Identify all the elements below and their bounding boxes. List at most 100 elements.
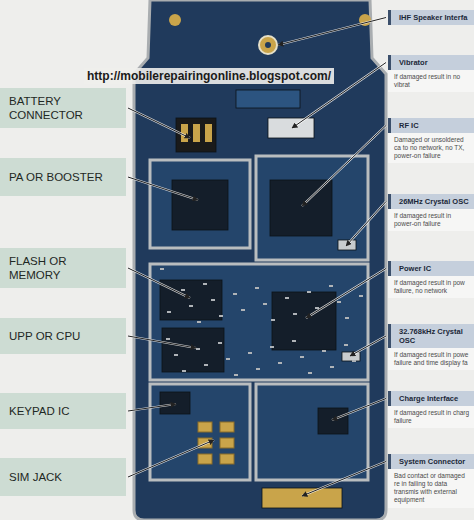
leader-halo [332,399,386,421]
flash-chip [160,280,222,320]
sim-contact [220,454,234,464]
callout-heading: Power IC [388,261,474,276]
callout-box: RF ICDamaged or unsoldered ca to no netw… [388,118,474,163]
system-connector [262,488,342,508]
callout-heading: Charge Interface [388,391,474,406]
rf-chip [270,180,332,236]
callout-box: System ConnectorBad contact or damaged r… [388,454,474,508]
smd-part [167,311,171,313]
callout-box: Power ICIf damaged result in pow failure… [388,261,474,298]
part-label-box: SIM JACK [0,458,126,496]
smd-part [329,285,333,287]
callout-note: If damaged result in charg failure [388,406,474,428]
leader-halo [302,126,386,207]
smd-part [293,313,297,315]
smd-part [270,346,274,348]
smd-part [300,356,304,358]
sim-contact [220,438,234,448]
smd-part [182,370,186,372]
part-label-box: BATTERY CONNECTOR [0,88,126,128]
cpu-chip [162,328,224,372]
smd-part [160,268,164,270]
leader-halo [350,336,386,356]
smd-part [271,319,275,321]
shield-frame [150,160,250,248]
part-label-box: PA OR BOOSTER [0,158,126,196]
smd-part [204,364,208,366]
callout-note: Damaged or unsoldered ca to no network, … [388,133,474,163]
smd-part [344,344,348,346]
smd-part [197,321,201,323]
part-name: BATTERY CONNECTOR [9,94,120,123]
smd-part [345,317,349,319]
callout-heading: 26MHz Crystal OSC [388,194,474,209]
callout-box: VibratorIf damaged result in no vibrat [388,55,474,92]
part-label-box: UPP OR CPU [0,318,126,354]
smd-part [308,372,312,374]
speaker-pad [259,36,277,54]
leader-line [128,336,196,348]
callout-note: If damaged result in power-on failure [388,209,474,231]
leader-line [346,202,386,247]
smd-part [233,293,237,295]
smd-part [285,297,289,299]
pa-chip [172,180,228,230]
smd-part [241,309,245,311]
leader-line [128,440,214,477]
smd-part [322,350,326,352]
part-label-box: KEYPAD IC [0,393,126,429]
callout-heading: Vibrator [388,55,474,70]
smd-part [352,360,356,362]
leader-halo [306,269,386,319]
smd-part [359,295,363,297]
callout-box: 32.768kHz Crystal OSCIf damaged result i… [388,324,474,370]
smd-part [315,307,319,309]
smd-part [174,354,178,356]
leader-halo [128,404,176,411]
leader-line [332,399,386,421]
callout-note: If damaged result in powe failure and ti… [388,348,474,370]
leader-line [306,269,386,319]
leader-line [128,177,198,200]
part-name: SIM JACK [9,470,120,484]
smd-part [307,291,311,293]
speaker-pad-center [265,42,271,48]
leader-line [302,462,386,497]
pad-area [236,90,300,108]
smd-part [278,362,282,364]
part-name: UPP OR CPU [9,329,120,343]
vibrator-motor [268,118,314,138]
smd-part [211,299,215,301]
smd-part [166,338,170,340]
shield-frame [256,384,368,480]
leader-halo [128,268,190,298]
smd-part [292,340,296,342]
sim-contact [198,454,212,464]
callout-heading: IHF Speaker Interfa [388,10,474,25]
smd-part [256,368,260,370]
smd-part [219,315,223,317]
leader-halo [128,108,190,138]
smd-part [189,305,193,307]
shield-frame [150,264,368,380]
leader-halo [346,202,386,247]
part-label-box: FLASH OR MEMORY [0,248,126,288]
leader-halo [128,440,214,477]
battery-pin [193,124,200,142]
smd-part [234,374,238,376]
smd-part [196,348,200,350]
smd-part [181,289,185,291]
smd-part [203,283,207,285]
callout-box: IHF Speaker Interfa [388,10,474,25]
screw-hole [169,14,181,26]
callout-note: Bad contact or damaged re in failing to … [388,469,474,508]
leader-line [302,126,386,207]
leader-halo [128,177,198,200]
charge-ic [318,408,348,434]
smd-part [263,303,267,305]
callout-heading: 32.768kHz Crystal OSC [388,324,474,348]
keypad-ic [160,392,190,414]
power-ic [272,292,336,350]
leader-line [350,336,386,356]
